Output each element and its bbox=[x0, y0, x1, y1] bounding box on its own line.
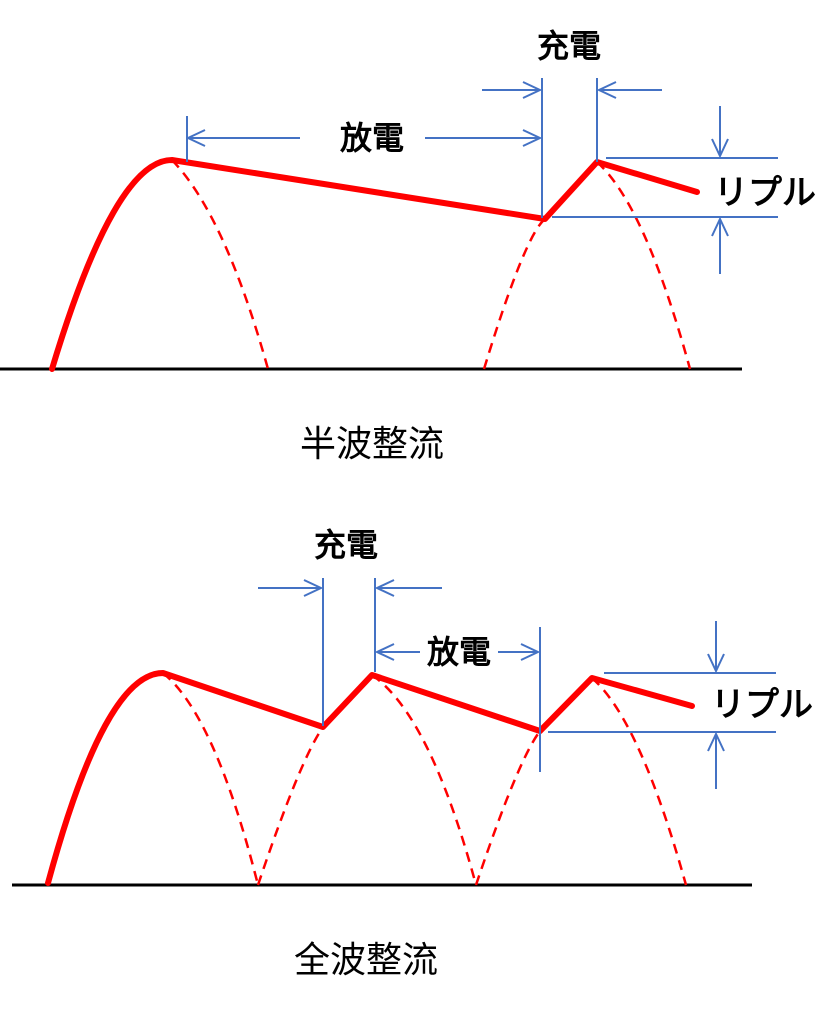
half-wave-section: 放電 充電 リプル 半波整流 bbox=[0, 27, 816, 465]
full-wave-dashed-sine-2 bbox=[256, 726, 325, 886]
full-wave-output-waveform bbox=[45, 670, 695, 886]
full-wave-section: 充電 放電 リプル 全波整流 bbox=[12, 526, 813, 981]
full-wave-dashed-sine-5 bbox=[591, 677, 688, 886]
full-wave-dashed-sine-3 bbox=[371, 673, 478, 886]
half-wave-charge-label: 充電 bbox=[537, 27, 601, 65]
full-wave-dashed-sine-4 bbox=[474, 730, 541, 886]
half-wave-dashed-sine-2 bbox=[482, 218, 546, 370]
half-wave-dashed-sine-1 bbox=[171, 159, 270, 370]
half-wave-dashed-sine-3 bbox=[596, 161, 692, 370]
half-wave-discharge-label: 放電 bbox=[340, 119, 404, 157]
half-wave-caption: 半波整流 bbox=[300, 424, 444, 465]
full-wave-charge-label: 充電 bbox=[314, 526, 378, 564]
full-wave-ripple-label: リプル bbox=[711, 685, 813, 725]
half-wave-output-waveform bbox=[49, 157, 700, 372]
full-wave-caption: 全波整流 bbox=[294, 940, 438, 981]
full-wave-discharge-label: 放電 bbox=[427, 633, 491, 671]
half-wave-ripple-label: リプル bbox=[714, 173, 816, 213]
full-wave-dashed-sine-1 bbox=[162, 672, 260, 886]
